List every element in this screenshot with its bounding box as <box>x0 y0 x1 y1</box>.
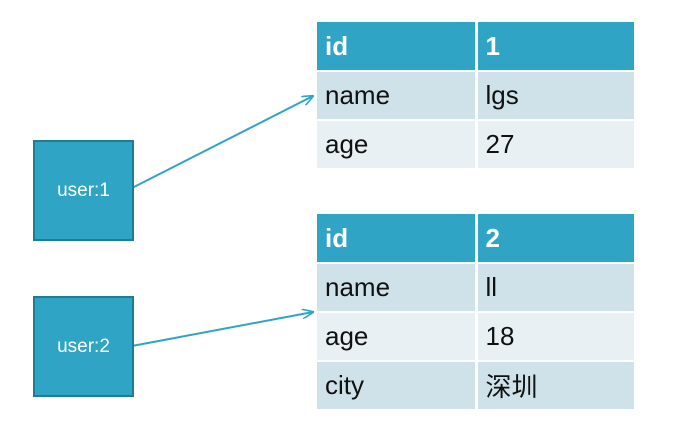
table-row: name lgs <box>317 71 634 121</box>
table-row: age 27 <box>317 120 634 170</box>
field-cell: age <box>317 120 478 170</box>
field-cell: age <box>317 312 478 362</box>
table-row: name ll <box>317 263 634 313</box>
value-cell: lgs <box>476 71 634 121</box>
field-cell: name <box>317 263 478 313</box>
key-box-user1: user:1 <box>33 140 134 241</box>
value-cell: 深圳 <box>476 361 634 411</box>
key-box-user2: user:2 <box>33 296 134 397</box>
value-cell: 18 <box>476 312 634 362</box>
table-row: id 1 <box>317 22 634 72</box>
hash-table-user1: id 1 name lgs age 27 <box>317 22 634 170</box>
value-cell: 2 <box>476 214 634 264</box>
arrow-user2-to-table2 <box>131 312 313 347</box>
arrow-user1-to-table1 <box>131 96 313 189</box>
key-label: user:2 <box>57 335 110 357</box>
field-cell: id <box>317 214 478 264</box>
value-cell: 27 <box>476 120 634 170</box>
value-cell: ll <box>476 263 634 313</box>
table-row: age 18 <box>317 312 634 362</box>
key-label: user:1 <box>57 179 110 201</box>
table-row: city 深圳 <box>317 361 634 411</box>
field-cell: city <box>317 361 478 411</box>
field-cell: id <box>317 22 478 72</box>
hash-table-user2: id 2 name ll age 18 city 深圳 <box>317 214 634 411</box>
field-cell: name <box>317 71 478 121</box>
value-cell: 1 <box>476 22 634 72</box>
table-row: id 2 <box>317 214 634 264</box>
